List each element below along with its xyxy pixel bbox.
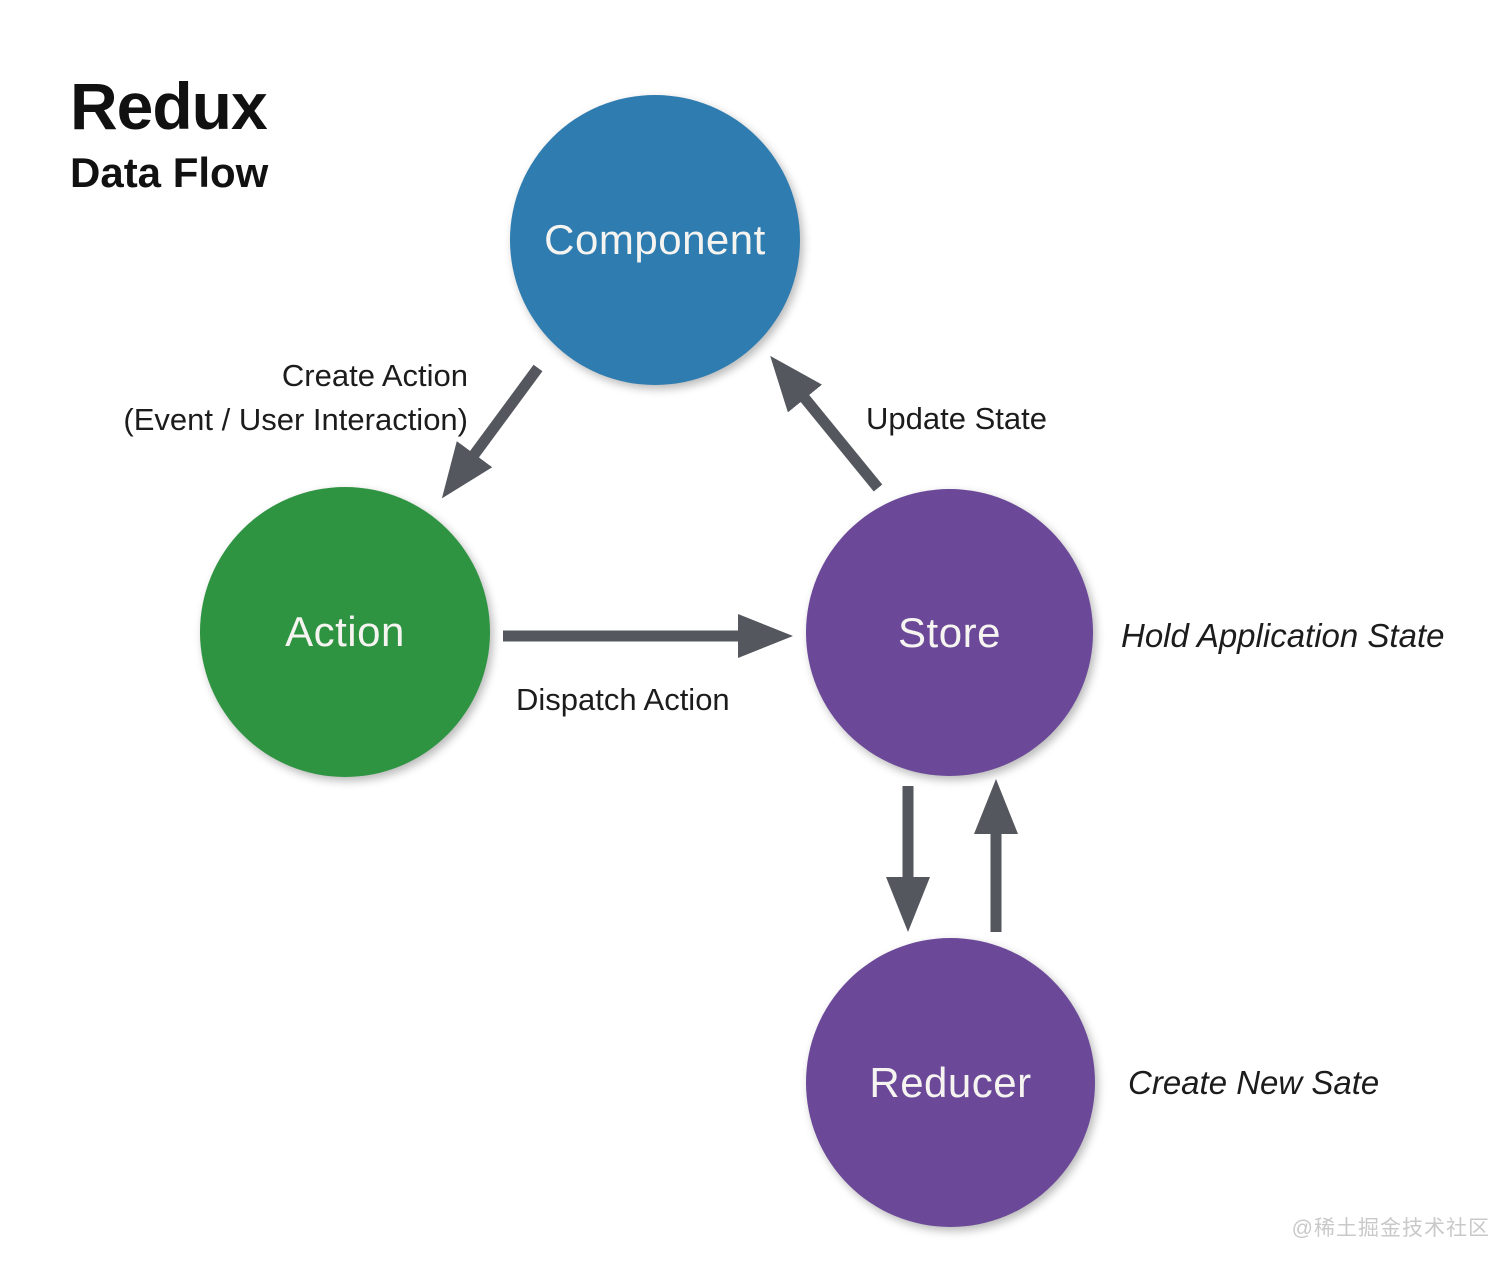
- edge-label-dispatch-action: Dispatch Action: [516, 682, 730, 717]
- arrow-component-to-action: [441, 364, 543, 499]
- node-reducer-label: Reducer: [869, 1058, 1032, 1106]
- diagram-subtitle: Data Flow: [70, 149, 269, 197]
- node-component-label: Component: [544, 216, 766, 263]
- node-store: Store: [806, 489, 1093, 776]
- reducer-annotation: Create New Sate: [1128, 1064, 1380, 1101]
- edge-label-create-action-line1: Create Action: [281, 358, 468, 393]
- edge-label-create-action: Create Action (Event / User Interaction): [60, 354, 468, 442]
- edge-label-update-state: Update State: [866, 401, 1047, 436]
- title-block: Redux Data Flow: [70, 69, 269, 197]
- node-store-label: Store: [898, 608, 1001, 656]
- arrow-store-to-component: [770, 355, 883, 492]
- node-reducer: Reducer: [806, 938, 1095, 1227]
- node-action-label: Action: [285, 608, 405, 655]
- diagram-title: Redux: [70, 69, 268, 143]
- node-component: Component: [510, 95, 800, 385]
- watermark: @稀土掘金技术社区: [1291, 1217, 1490, 1240]
- node-action: Action: [200, 487, 490, 777]
- edge-label-create-action-line2: (Event / User Interaction): [123, 402, 468, 437]
- store-annotation: Hold Application State: [1121, 617, 1445, 654]
